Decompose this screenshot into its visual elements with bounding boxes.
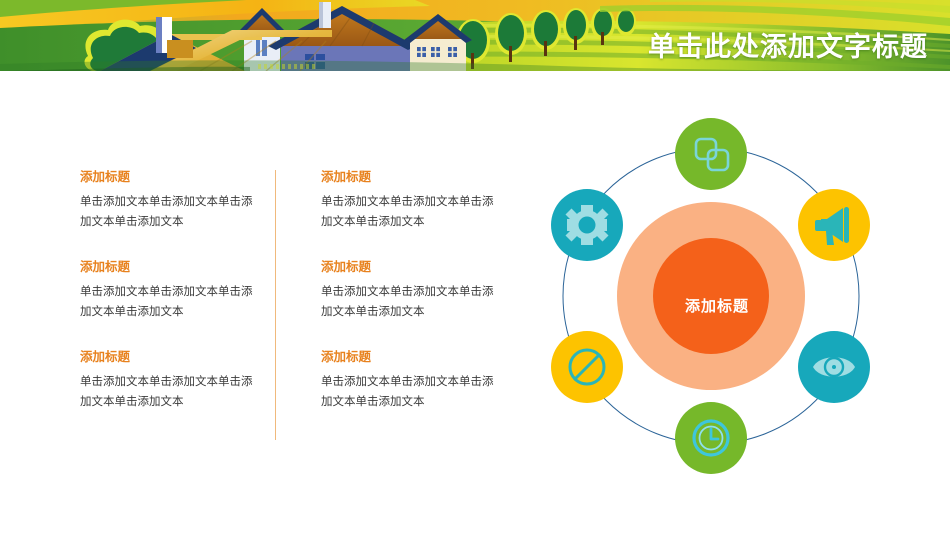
eye-icon <box>813 356 855 378</box>
block-title: 添加标题 <box>321 349 372 364</box>
page-title: 单击此处添加文字标题 <box>648 32 928 62</box>
banner-illustration <box>0 0 950 71</box>
block-title: 添加标题 <box>80 349 131 364</box>
text-block[interactable]: 添加标题 单击添加文本单击添加文本单击添加文本单击添加文本 <box>321 170 494 233</box>
tree-row <box>456 8 636 69</box>
overlapping-squares-icon <box>694 137 730 172</box>
block-body: 单击添加文本单击添加文本单击添加文本单击添加文本 <box>80 285 253 319</box>
block-title: 添加标题 <box>80 259 131 274</box>
block-body: 单击添加文本单击添加文本单击添加文本单击添加文本 <box>80 196 253 229</box>
block-title: 添加标题 <box>321 259 372 274</box>
text-block[interactable]: 添加标题 单击添加文本单击添加文本单击添加文本单击添加文本 <box>80 350 258 413</box>
block-title: 添加标题 <box>321 170 372 184</box>
block-body: 单击添加文本单击添加文本单击添加文本单击添加文本 <box>321 196 494 229</box>
clock-icon <box>692 419 730 457</box>
block-body: 单击添加文本单击添加文本单击添加文本单击添加文本 <box>80 375 253 409</box>
house-front <box>100 17 332 71</box>
node-upper-left[interactable] <box>551 189 623 261</box>
radial-cycle-diagram: 添加标题 <box>513 108 923 503</box>
column-divider <box>275 170 276 440</box>
text-column-left: 添加标题 单击添加文本单击添加文本单击添加文本单击添加文本 添加标题 单击添加文… <box>80 170 276 440</box>
center-inner-circle[interactable] <box>653 238 769 354</box>
megaphone-icon <box>815 207 849 245</box>
header-banner: 单击此处添加文字标题 <box>0 0 950 71</box>
block-body: 单击添加文本单击添加文本单击添加文本单击添加文本 <box>321 375 494 409</box>
node-bottom[interactable] <box>675 402 747 474</box>
block-body: 单击添加文本单击添加文本单击添加文本单击添加文本 <box>321 285 494 319</box>
node-circle[interactable] <box>675 118 747 190</box>
node-upper-right[interactable] <box>798 189 870 261</box>
block-title: 添加标题 <box>80 170 131 184</box>
prohibited-icon <box>568 348 606 386</box>
text-content-area: 添加标题 单击添加文本单击添加文本单击添加文本单击添加文本 添加标题 单击添加文… <box>80 170 500 440</box>
text-block[interactable]: 添加标题 单击添加文本单击添加文本单击添加文本单击添加文本 <box>80 170 258 233</box>
text-block[interactable]: 添加标题 单击添加文本单击添加文本单击添加文本单击添加文本 <box>321 349 494 413</box>
node-lower-right[interactable] <box>798 331 870 403</box>
text-block[interactable]: 添加标题 单击添加文本单击添加文本单击添加文本单击添加文本 <box>80 260 258 323</box>
gear-hub <box>578 216 596 234</box>
node-lower-left[interactable] <box>551 331 623 403</box>
text-column-right: 添加标题 单击添加文本单击添加文本单击添加文本单击添加文本 添加标题 单击添加文… <box>276 170 494 440</box>
text-block[interactable]: 添加标题 单击添加文本单击添加文本单击添加文本单击添加文本 <box>321 259 494 323</box>
node-top[interactable] <box>675 118 747 190</box>
